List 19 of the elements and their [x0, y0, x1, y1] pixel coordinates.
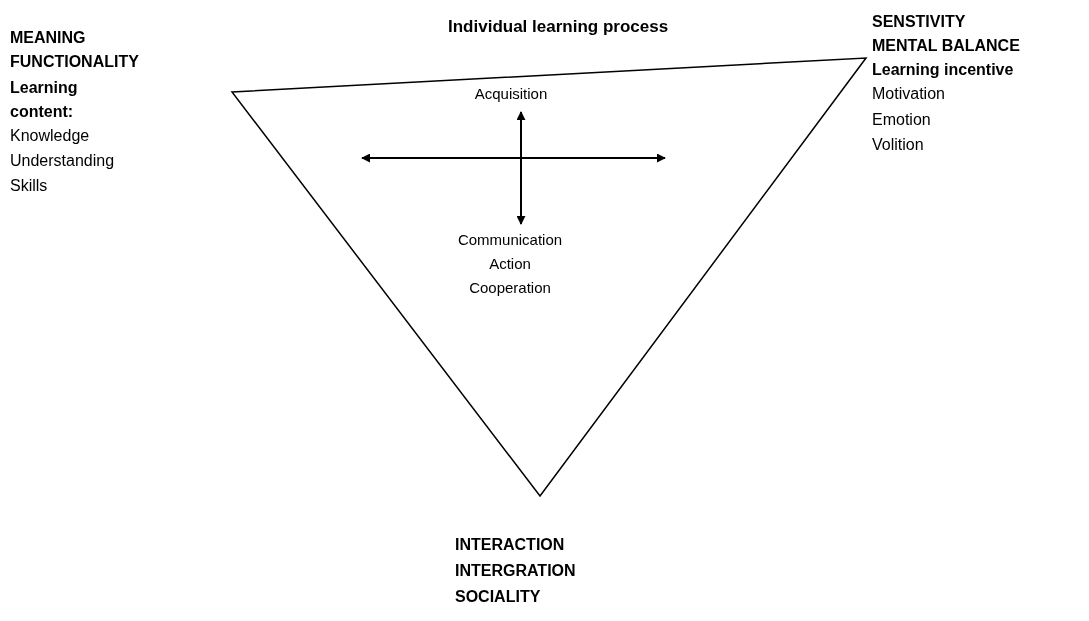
list-item-text: Skills — [10, 176, 48, 196]
heading-text: INTERGRATION — [455, 561, 576, 581]
list-item-text: Emotion — [872, 110, 931, 130]
double-arrow — [516, 111, 526, 225]
title: Individual learning process — [448, 17, 669, 37]
heading-text: INTERACTION — [455, 535, 565, 555]
list-item-text: Volition — [872, 135, 924, 155]
heading-text: FUNCTIONALITY — [10, 52, 139, 72]
heading-text: Learning incentive — [872, 60, 1014, 80]
heading-text: SENSTIVITY — [872, 12, 966, 32]
heading-text: MEANING — [10, 28, 86, 48]
list-item-text: Understanding — [10, 151, 115, 171]
list-item-text: Knowledge — [10, 126, 90, 146]
heading-text: Learning content: — [10, 78, 79, 122]
list-item-text: Motivation — [872, 84, 945, 104]
heading-text: MENTAL BALANCE — [872, 36, 1020, 56]
text-label: Acquisition — [473, 84, 549, 104]
heading-text: SOCIALITY — [455, 587, 541, 607]
text-label: Communication Action Cooperation — [456, 230, 564, 298]
